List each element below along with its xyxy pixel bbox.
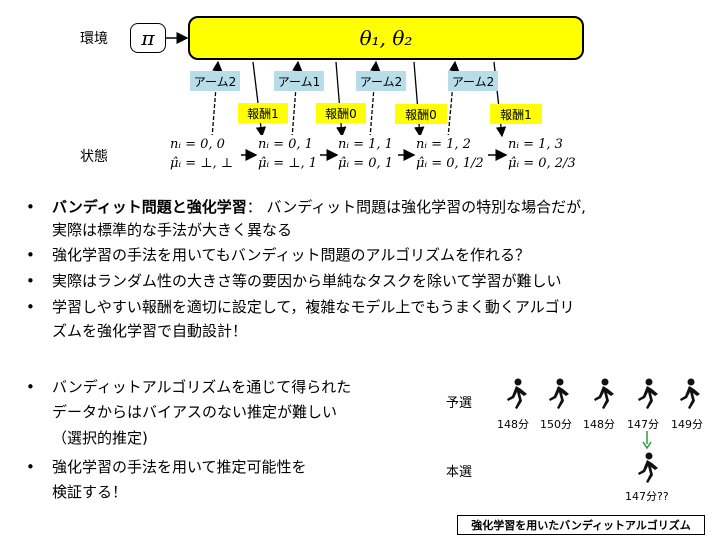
qualifier-time: 150分 (540, 418, 572, 431)
bullet-continuation: （選択的推定) (52, 429, 148, 447)
bullet-text: バンディットアルゴリズムを通じて得られた (52, 378, 352, 396)
environment-box: θ₁, θ₂ (188, 16, 584, 60)
state-node: nᵢ = 0, 1 μ̂ᵢ = ⊥, 1 (258, 135, 317, 173)
state-estimates: μ̂ᵢ = 0, 1/2 (416, 156, 484, 171)
qualifier-time: 148分 (583, 418, 615, 431)
advance-arrow-icon (642, 431, 652, 450)
state-node: nᵢ = 0, 0 μ̂ᵢ = ⊥, ⊥ (170, 135, 233, 173)
state-counts: nᵢ = 0, 0 (170, 137, 225, 152)
runner-icon (594, 378, 614, 409)
bullet-bold: バンディット問題と強化学習 (52, 198, 247, 216)
bullet-text: 実際はランダム性の大きさ等の要因から単純なタスクを除いて学習が難しい (52, 272, 562, 290)
final-time: 147分?? (625, 490, 669, 503)
reward-tag: 報酬0 (395, 104, 447, 124)
bottom-bullet-list: • バンディットアルゴリズムを通じて得られた データからはバイアスのない推定が難… (0, 376, 430, 506)
bullet-continuation: データからはバイアスのない推定が難しい (52, 403, 338, 421)
reward-tag: 報酬1 (490, 104, 542, 124)
arm-tag: アーム2 (190, 71, 240, 91)
diagram-arrows (166, 32, 508, 161)
bullet-dot: • (26, 272, 35, 290)
state-estimates: μ̂ᵢ = ⊥, ⊥ (170, 156, 233, 171)
qualifier-label: 予選 (446, 396, 473, 411)
state-label: 状態 (80, 149, 108, 165)
runner-icon (680, 378, 700, 409)
bullet-dot: • (26, 298, 35, 316)
state-estimates: μ̂ᵢ = 0, 2/3 (508, 156, 576, 171)
runner-icon (638, 378, 658, 409)
state-counts: nᵢ = 1, 1 (338, 137, 393, 152)
qualifier-time: 148分 (497, 418, 529, 431)
runner-icon (549, 378, 569, 409)
runner-icon (638, 452, 658, 483)
policy-node: π (130, 23, 166, 53)
bullet-text: 強化学習の手法を用いてもバンディット問題のアルゴリズムを作れる？ (52, 246, 531, 264)
state-counts: nᵢ = 0, 1 (258, 137, 313, 152)
state-estimates: μ̂ᵢ = ⊥, 1 (258, 156, 317, 171)
bullet-dot: • (26, 246, 35, 264)
bullet-continuation: 実際は標準的な手法が大きく異なる (52, 221, 293, 239)
state-estimates: μ̂ᵢ = 0, 1 (338, 156, 394, 171)
bullet-text: 学習しやすい報酬を適切に設定して，複雑なモデル上でもうまく動くアルゴリ (52, 298, 575, 316)
qualifier-time: 147分 (627, 418, 659, 431)
bullet-continuation: ズムを強化学習で自動設計！ (52, 322, 248, 340)
state-counts: nᵢ = 1, 2 (416, 137, 471, 152)
reward-tag: 報酬0 (316, 103, 366, 123)
arm-tag: アーム2 (356, 71, 406, 91)
top-bullet-list: • バンディット問題と強化学習： バンディット問題は強化学習の特別な場合だが, … (0, 196, 720, 356)
arm-tag: アーム1 (274, 71, 324, 91)
bullet-dot: • (26, 458, 35, 476)
reward-tag: 報酬1 (238, 103, 288, 123)
env-label: 環境 (80, 31, 108, 47)
state-node: nᵢ = 1, 1 μ̂ᵢ = 0, 1 (338, 135, 394, 173)
bullet-text: ： バンディット問題は強化学習の特別な場合だが, (246, 198, 586, 216)
state-counts: nᵢ = 1, 3 (508, 137, 563, 152)
arm-tag: アーム2 (448, 71, 498, 91)
final-label: 本選 (446, 465, 473, 480)
bullet-line: バンディット問題と強化学習： バンディット問題は強化学習の特別な場合だが, (52, 196, 586, 219)
runner-icon (507, 378, 527, 409)
qualifier-time: 149分 (671, 418, 703, 431)
bullet-dot: • (26, 378, 35, 396)
bullet-dot: • (26, 198, 35, 216)
state-node: nᵢ = 1, 3 μ̂ᵢ = 0, 2/3 (508, 135, 576, 173)
state-node: nᵢ = 1, 2 μ̂ᵢ = 0, 1/2 (416, 135, 484, 173)
bullet-continuation: 検証する！ (52, 483, 128, 501)
bullet-text: 強化学習の手法を用いて推定可能性を (52, 458, 307, 476)
caption: 強化学習を用いたバンディットアルゴリズム (457, 515, 705, 535)
